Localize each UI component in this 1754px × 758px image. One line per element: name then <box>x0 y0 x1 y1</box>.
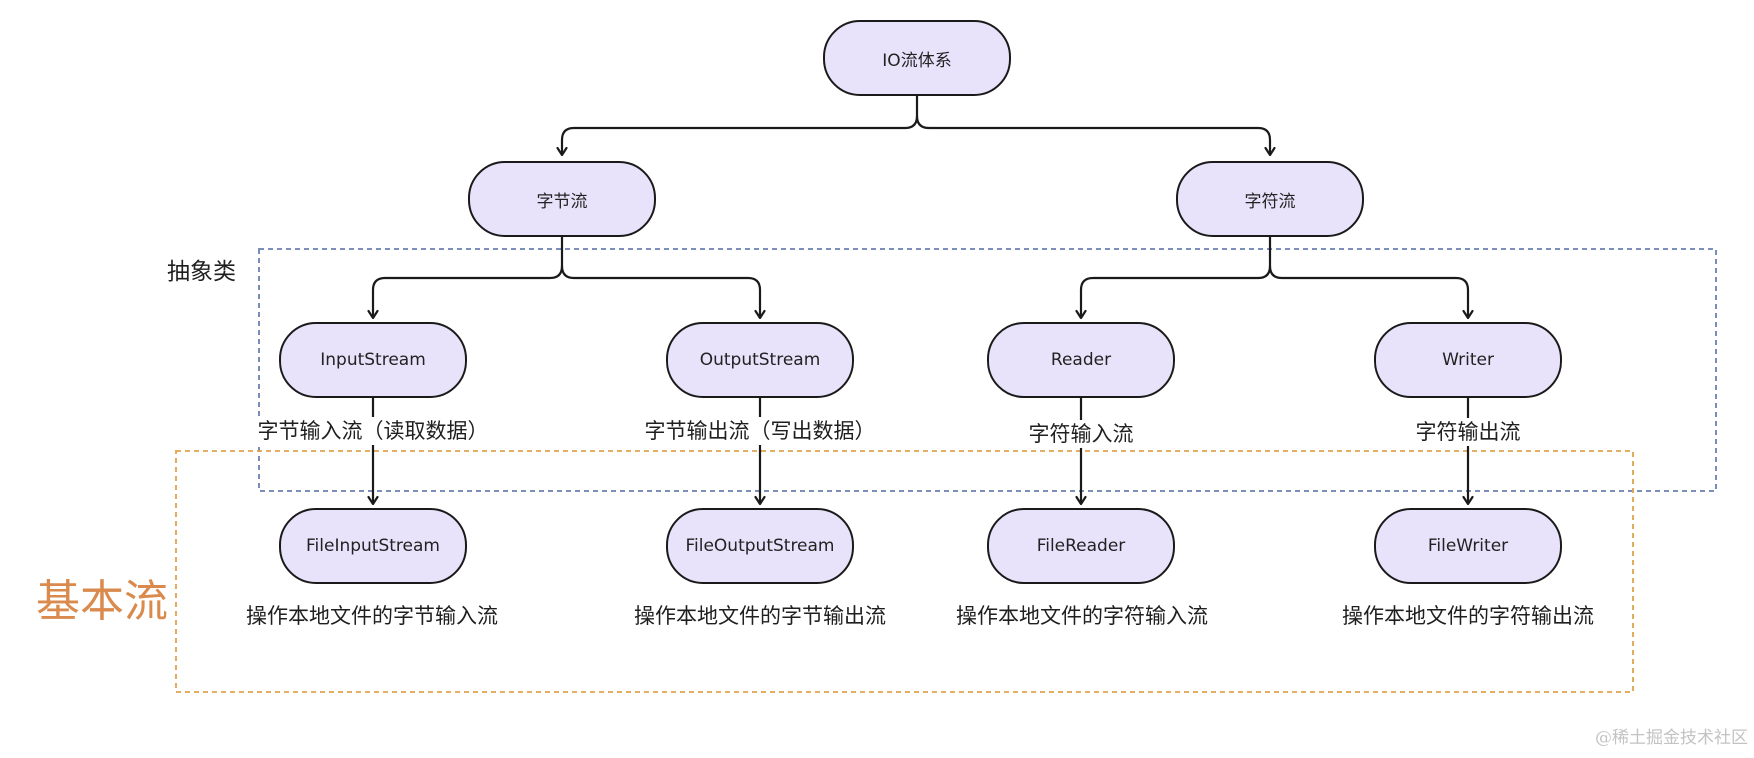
abstract-class-label: 抽象类 <box>167 259 236 285</box>
node-fileoutputstream: FileOutputStream <box>666 508 854 584</box>
note-inputstream: 字节输入流（读取数据） <box>255 417 491 445</box>
node-inputstream: InputStream <box>279 322 467 398</box>
node-reader: Reader <box>987 322 1175 398</box>
note-fileinputstream: 操作本地文件的字节输入流 <box>244 602 500 630</box>
note-outputstream: 字节输出流（写出数据） <box>642 417 878 445</box>
note-reader: 字符输入流 <box>1026 420 1136 448</box>
note-fileoutputstream: 操作本地文件的字节输出流 <box>632 602 888 630</box>
basic-stream-group-box <box>175 450 1634 693</box>
abstract-class-group-box <box>258 248 1717 492</box>
watermark: @稀土掘金技术社区 <box>1595 728 1748 748</box>
node-outputstream: OutputStream <box>666 322 854 398</box>
edge-byte-to-inputstream <box>367 237 564 320</box>
node-writer: Writer <box>1374 322 1562 398</box>
edge-byte-to-outputstream <box>560 265 766 320</box>
basic-stream-label: 基本流 <box>36 576 168 627</box>
edge-char-to-writer <box>1268 265 1474 320</box>
node-filereader: FileReader <box>987 508 1175 584</box>
node-io-system: IO流体系 <box>823 20 1011 96</box>
edge-root-to-char <box>915 115 1276 157</box>
node-fileinputstream: FileInputStream <box>279 508 467 584</box>
edge-char-to-reader <box>1075 237 1272 320</box>
node-filewriter: FileWriter <box>1374 508 1562 584</box>
edge-root-to-byte <box>556 96 919 157</box>
note-filewriter: 操作本地文件的字符输出流 <box>1340 602 1596 630</box>
node-char-stream: 字符流 <box>1176 161 1364 237</box>
note-writer: 字符输出流 <box>1413 418 1523 446</box>
note-filereader: 操作本地文件的字符输入流 <box>954 602 1210 630</box>
node-byte-stream: 字节流 <box>468 161 656 237</box>
